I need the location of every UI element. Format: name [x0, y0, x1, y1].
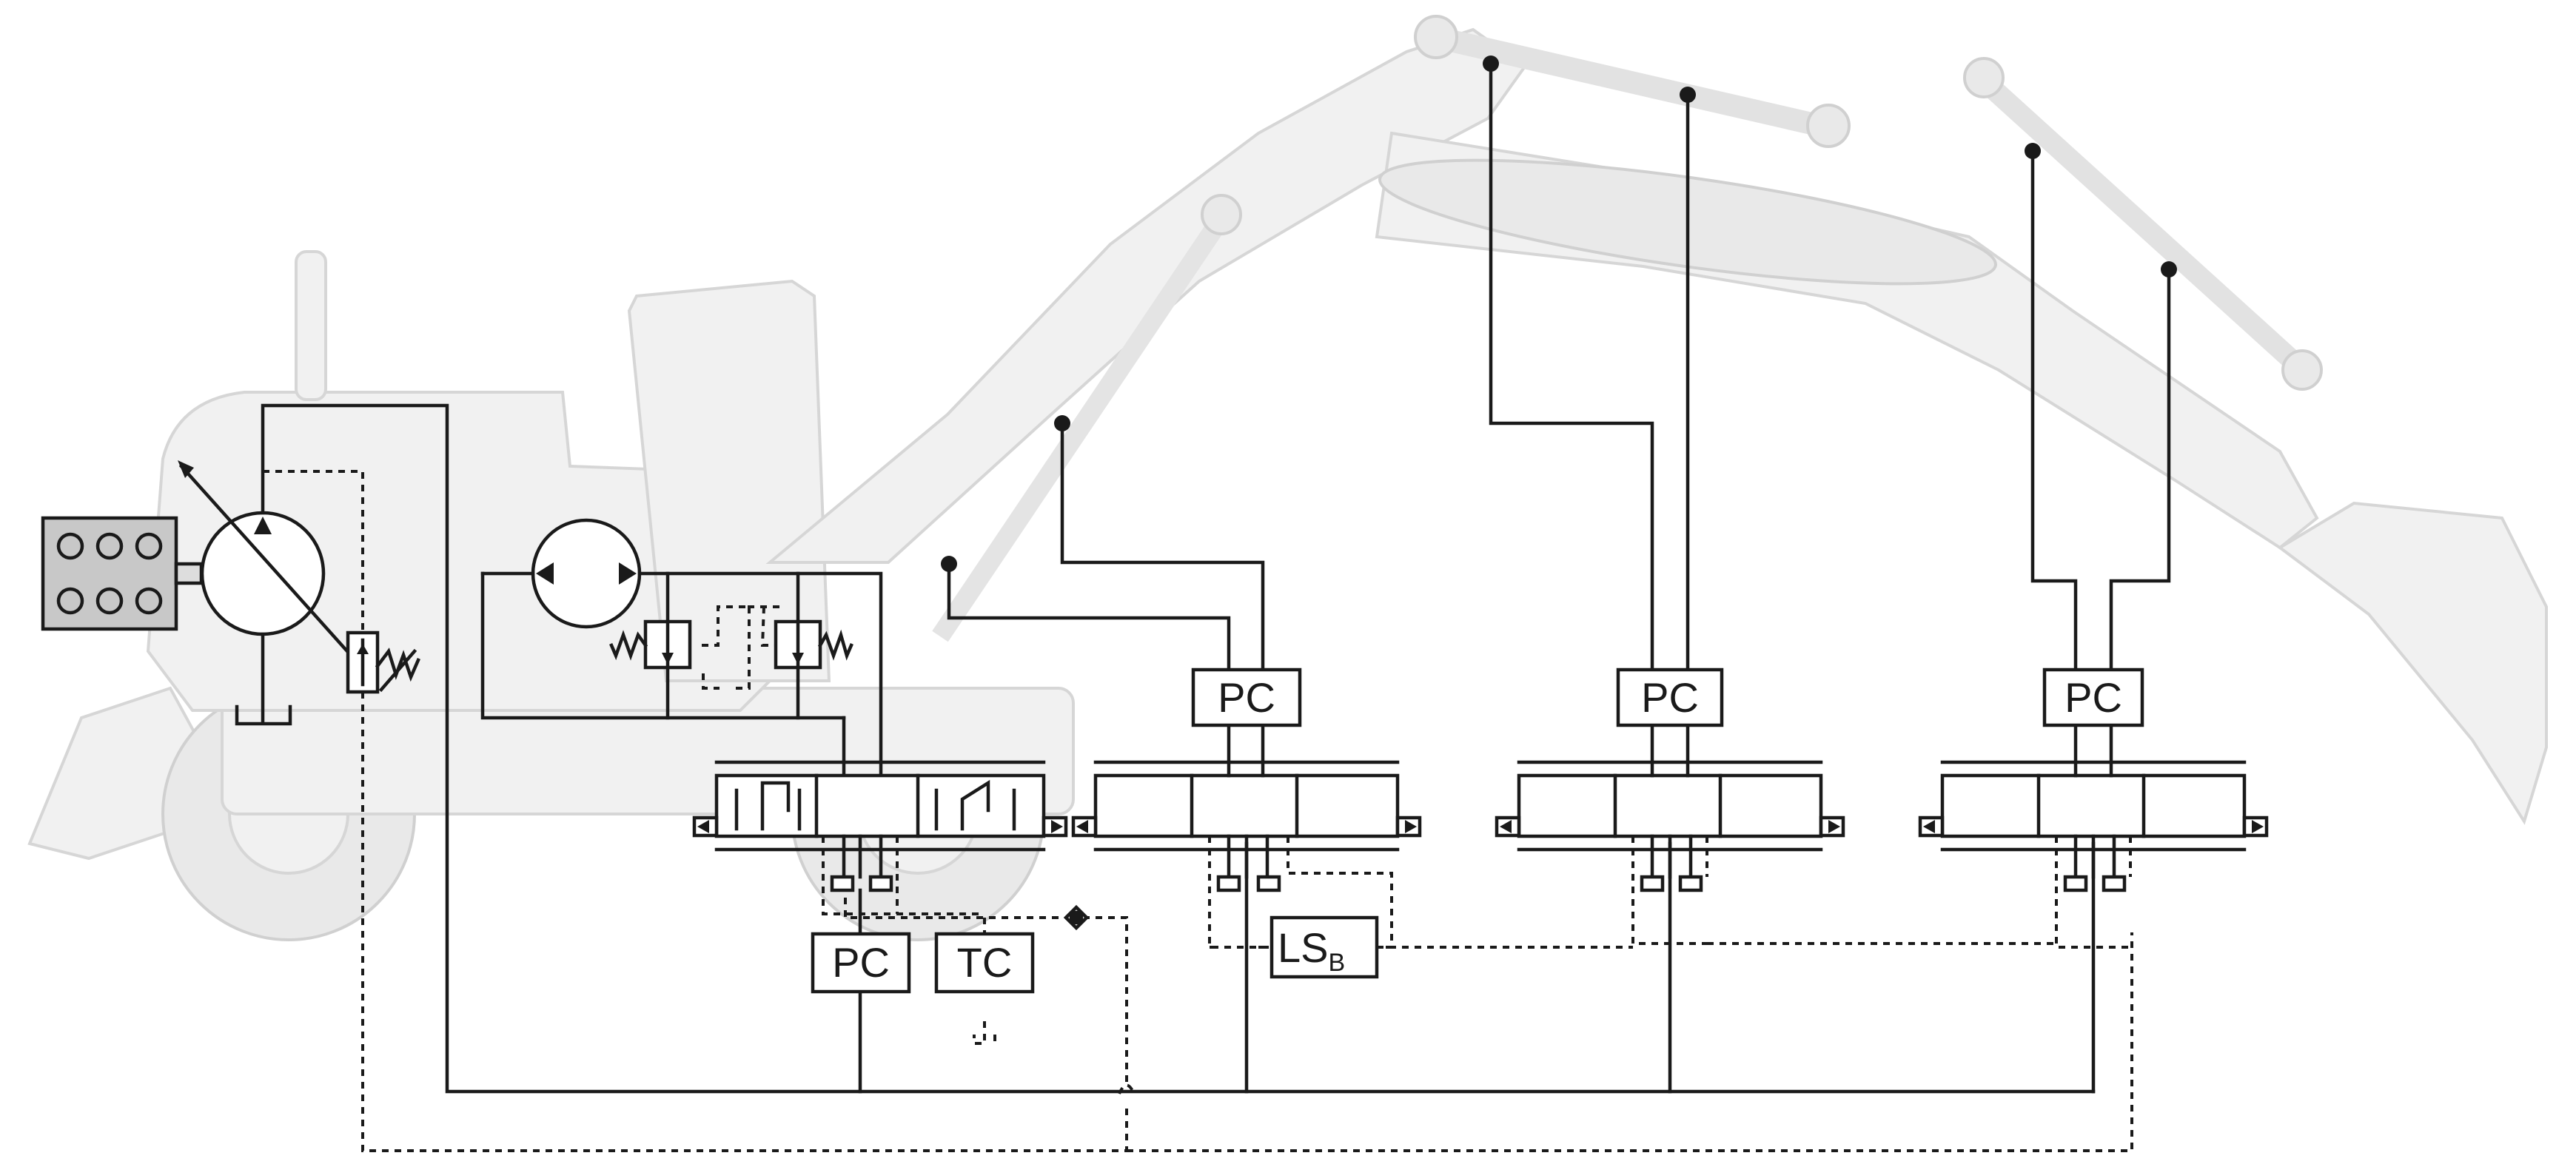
bucket-cylinder [1969, 66, 2302, 371]
engine-icon [41, 516, 204, 631]
bucket [2277, 501, 2548, 825]
pc-box-valve-3: PC [1616, 667, 1724, 727]
pump-regulator [346, 630, 420, 694]
ls-bus [1377, 942, 2056, 949]
directional-valve-2 [1071, 708, 1422, 949]
cab [627, 279, 831, 682]
tc-label: TC [957, 939, 1013, 986]
ls-label-subscript: B [1329, 949, 1346, 977]
arm-cylinder-pin-a [1414, 15, 1458, 59]
hydraulic-motor-icon [531, 518, 642, 629]
bucket-cylinder-pin [1963, 57, 2005, 98]
engine-shaft [174, 562, 204, 585]
tc-box: TC [934, 932, 1035, 994]
variable-pump-icon [178, 460, 357, 726]
pc-box-pump: PC [811, 932, 911, 994]
ls-box: LSB [1269, 915, 1379, 979]
pc-label-pump: PC [832, 939, 890, 986]
relief-valve-right [774, 619, 853, 670]
motor-circuit-lines [480, 571, 883, 776]
bucket-link-pin [2281, 349, 2323, 391]
pc-box-valve-4: PC [2042, 667, 2144, 727]
line-crossover [1118, 1083, 1136, 1094]
pc-box-valve-2: PC [1191, 667, 1302, 727]
pc-label-valve-2: PC [1218, 674, 1275, 721]
directional-valve-4 [1918, 708, 2269, 949]
ls-label: LSB [1278, 924, 1345, 977]
arm-cylinder [1448, 30, 1824, 137]
pc-label-valve-3: PC [1641, 674, 1699, 721]
boom-cylinder-pin [1201, 194, 1242, 235]
exhaust-stack [295, 250, 327, 401]
ls-label-main: LS [1278, 924, 1329, 971]
excavator-silhouette [27, 15, 2548, 941]
check-valve-icon [1063, 904, 1090, 931]
directional-valve-3 [1495, 708, 1845, 945]
boom [765, 27, 1527, 564]
directional-valve-1 [692, 760, 1068, 935]
arm-cylinder-pin-b [1806, 104, 1851, 148]
boom-cylinder [932, 201, 1237, 642]
cylinder-connections [941, 56, 2177, 672]
main-lines [261, 403, 2133, 1152]
pc-label-valve-4: PC [2065, 674, 2122, 721]
relief-valve-left [609, 619, 692, 670]
pump-tank-symbol [235, 704, 292, 726]
